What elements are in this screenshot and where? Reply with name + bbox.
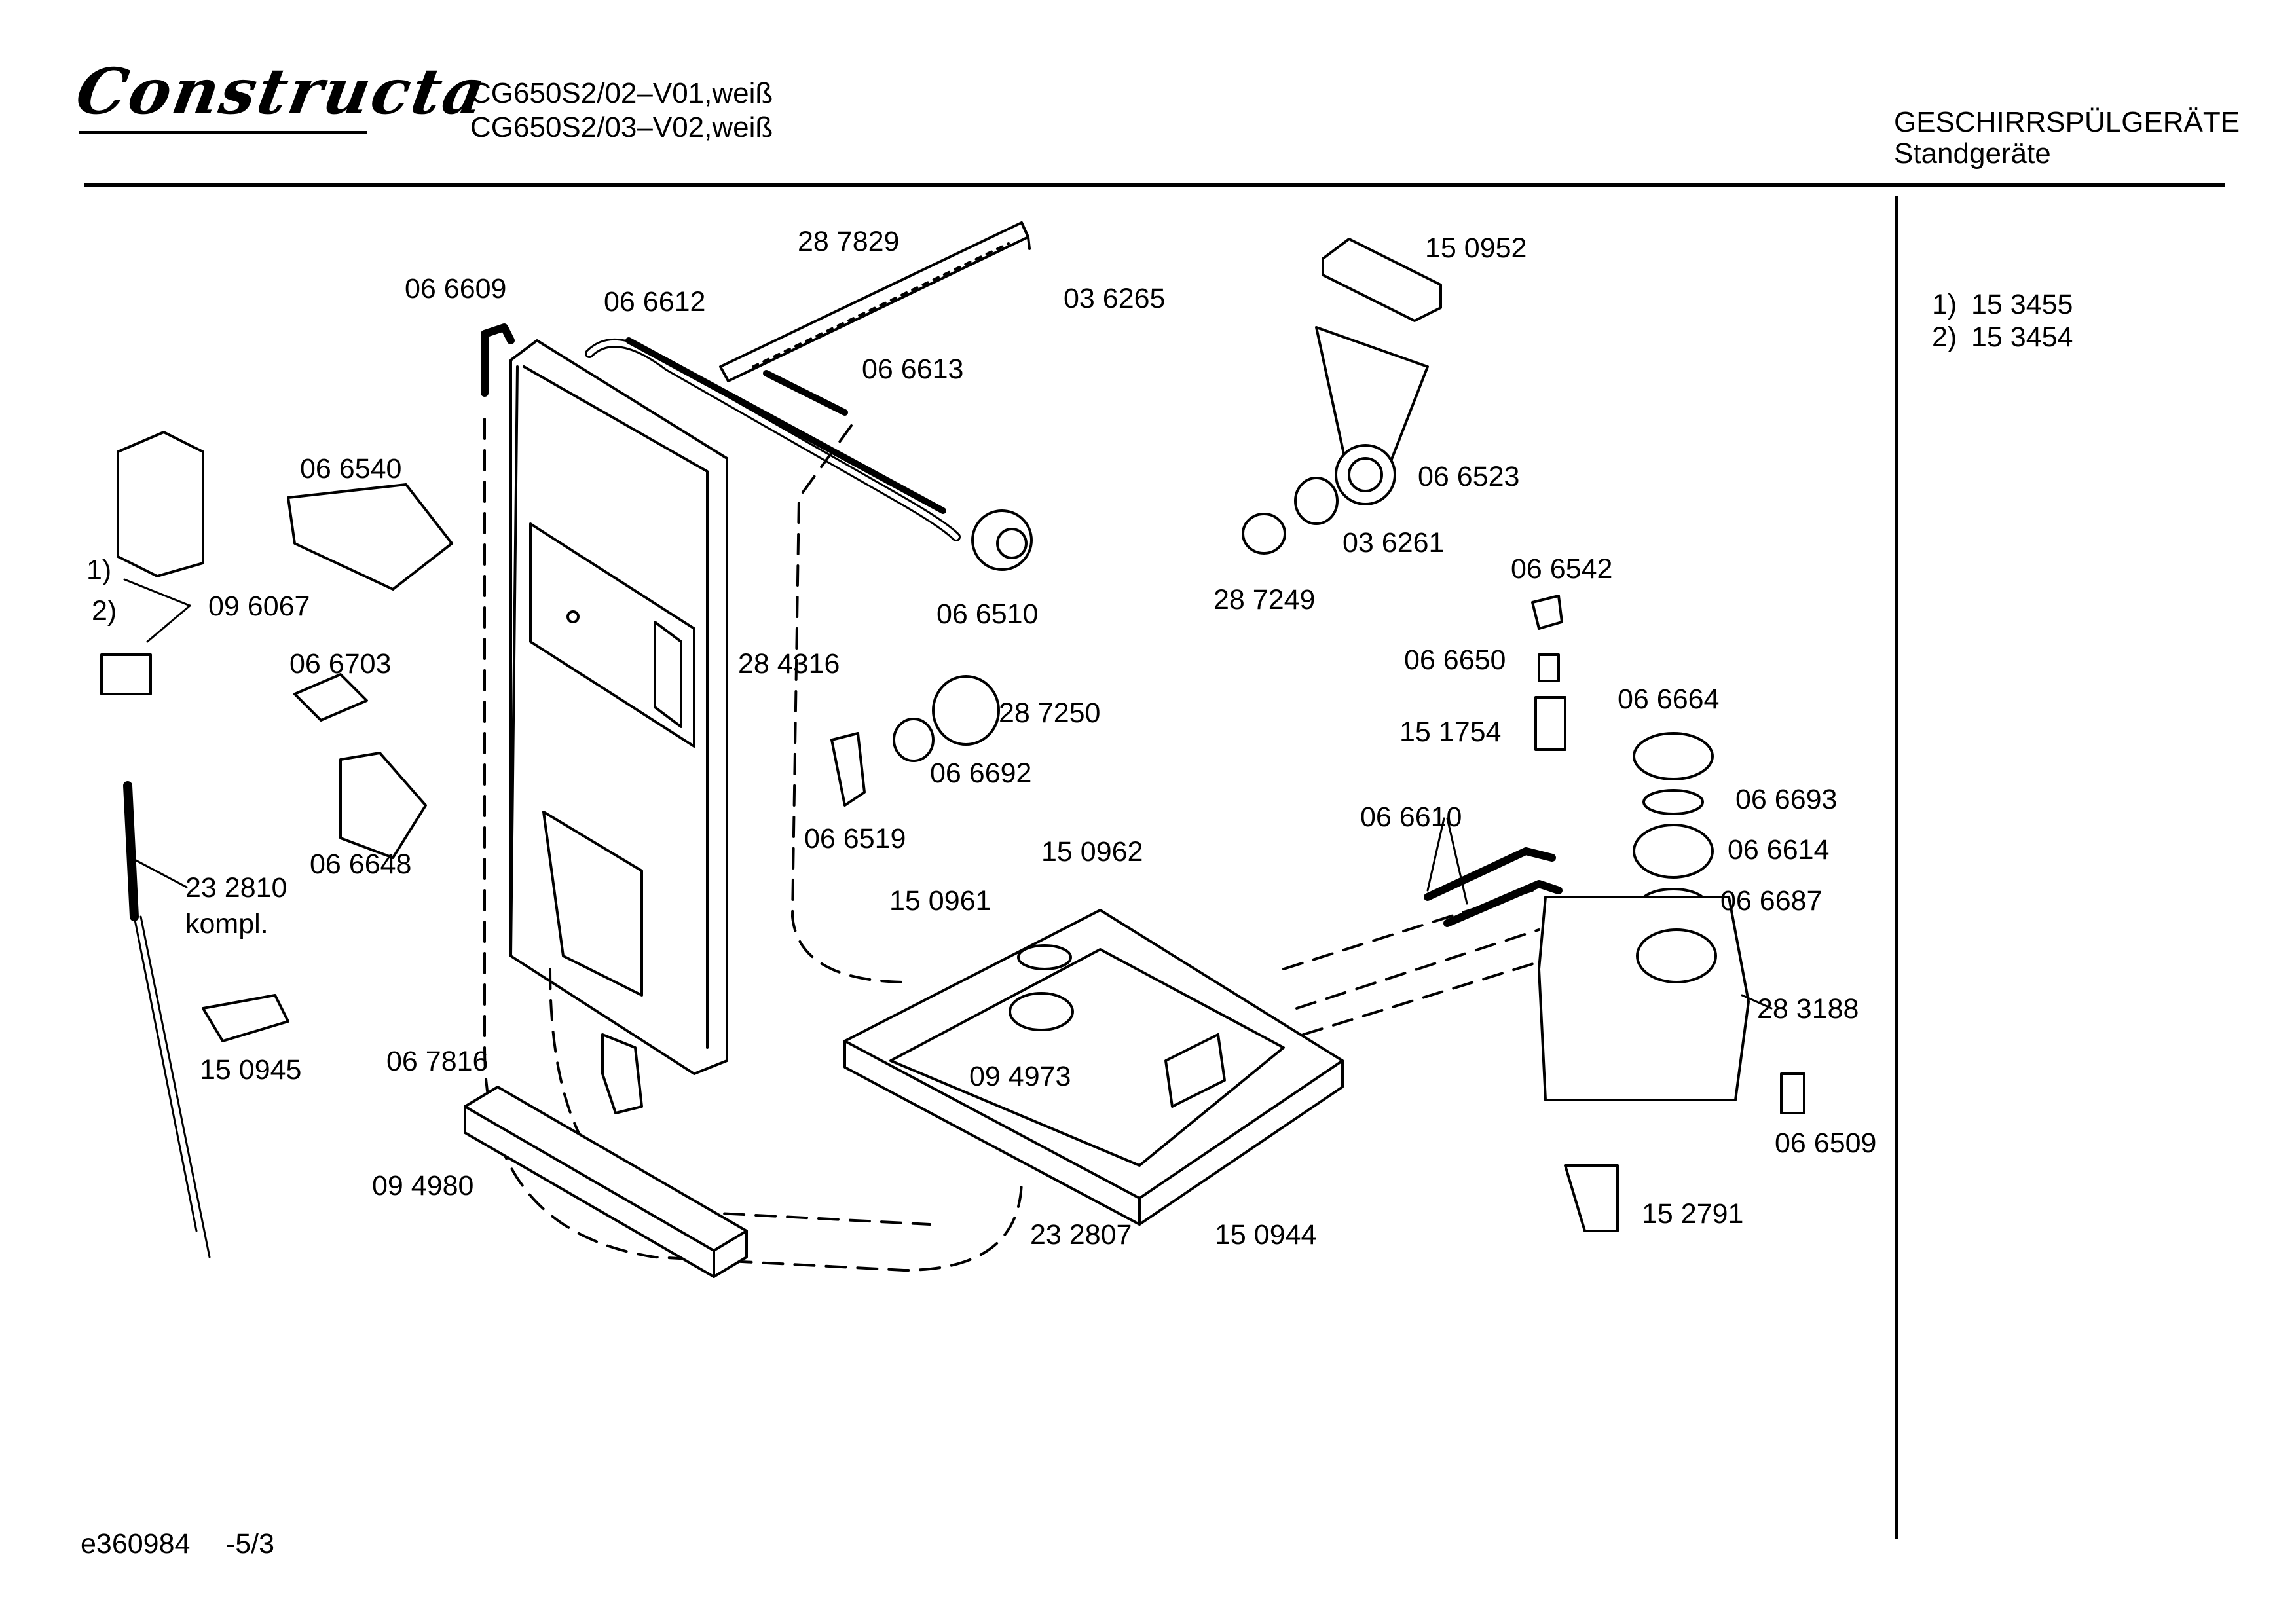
label-036265: 03 6265 xyxy=(1064,283,1166,314)
label-066613: 06 6613 xyxy=(862,354,964,385)
hose-6609 xyxy=(481,323,515,397)
label-151754: 15 1754 xyxy=(1399,716,1502,748)
left-assembly xyxy=(100,431,211,1258)
rail-4980 xyxy=(464,1086,748,1278)
logo-underline xyxy=(79,131,367,134)
label-066509: 06 6509 xyxy=(1775,1127,1877,1159)
label-066609: 06 6609 xyxy=(405,273,507,304)
cap-0961 xyxy=(1017,944,1072,970)
category-subtitle: Standgeräte xyxy=(1894,137,2051,170)
label-094980: 09 4980 xyxy=(372,1170,474,1201)
part-6650 xyxy=(1538,653,1560,682)
valve-6510 xyxy=(971,509,1033,571)
part-4973 xyxy=(1009,992,1074,1031)
label-066523: 06 6523 xyxy=(1418,461,1520,492)
label-066703: 06 6703 xyxy=(289,648,392,680)
hose-parts xyxy=(585,337,961,541)
label-note-1: 1) xyxy=(86,555,112,586)
knob-7249 xyxy=(1242,513,1286,555)
label-287829: 28 7829 xyxy=(798,226,900,257)
part-7816 xyxy=(601,1033,643,1114)
label-066540: 06 6540 xyxy=(300,453,402,485)
part-1754 xyxy=(1534,696,1566,751)
label-066693: 06 6693 xyxy=(1735,784,1838,815)
leader-lines xyxy=(123,578,1773,1010)
label-232810: 23 2810 xyxy=(185,872,287,904)
page-number: -5/3 xyxy=(226,1528,275,1560)
part-6703 xyxy=(293,673,368,722)
label-287250: 28 7250 xyxy=(999,697,1101,729)
label-284316: 28 4316 xyxy=(738,648,840,680)
label-kompl: kompl. xyxy=(185,908,268,940)
label-150945: 15 0945 xyxy=(200,1054,302,1086)
label-036261: 03 6261 xyxy=(1342,527,1445,559)
label-066612: 06 6612 xyxy=(604,286,706,318)
model-line-2: CG650S2/03–V02,weiß xyxy=(470,111,773,143)
part-6519 xyxy=(830,732,866,807)
label-066692: 06 6692 xyxy=(930,758,1032,789)
label-232807: 23 2807 xyxy=(1030,1219,1132,1251)
label-066510: 06 6510 xyxy=(936,598,1039,630)
model-line-1: CG650S2/02–V01,weiß xyxy=(470,77,773,109)
bracket-0944 xyxy=(1164,1033,1226,1108)
label-150944: 15 0944 xyxy=(1215,1219,1317,1251)
ring-6692 xyxy=(893,718,935,762)
part-0945 xyxy=(202,994,289,1042)
label-066650: 06 6650 xyxy=(1404,644,1506,676)
label-283188: 28 3188 xyxy=(1757,993,1859,1025)
top-rail-part xyxy=(719,221,1031,382)
pump-3188 xyxy=(1538,896,1750,1101)
label-150962: 15 0962 xyxy=(1041,836,1143,868)
ring-6693 xyxy=(1642,789,1704,815)
label-066519: 06 6519 xyxy=(804,823,906,854)
label-note-2: 2) xyxy=(92,595,117,627)
legend-value-1: 15 3455 xyxy=(1971,289,2073,320)
label-287249: 28 7249 xyxy=(1213,584,1316,615)
label-066614: 06 6614 xyxy=(1728,834,1830,866)
part-6542 xyxy=(1531,595,1563,630)
lid-6664 xyxy=(1633,732,1714,780)
category-title: GESCHIRRSPÜLGERÄTE xyxy=(1894,106,2240,138)
label-066664: 06 6664 xyxy=(1618,684,1720,715)
label-067816: 06 7816 xyxy=(386,1046,489,1077)
header-rule xyxy=(84,183,2225,187)
legend-key-1: 1) xyxy=(1932,289,1957,320)
label-066687: 06 6687 xyxy=(1720,885,1823,917)
label-150952: 15 0952 xyxy=(1425,232,1527,264)
nut-6614 xyxy=(1633,824,1714,879)
label-094973: 09 4973 xyxy=(969,1061,1071,1092)
legend-key-2: 2) xyxy=(1932,321,1957,353)
label-150961: 15 0961 xyxy=(889,885,991,917)
legend-divider xyxy=(1895,196,1898,1539)
legend-value-2: 15 3454 xyxy=(1971,321,2073,353)
part-6509 xyxy=(1780,1072,1805,1114)
doc-id: e360984 xyxy=(81,1528,191,1560)
label-066610: 06 6610 xyxy=(1360,801,1462,833)
side-panel-part xyxy=(509,339,728,1075)
ring-6261 xyxy=(1294,477,1339,525)
fan-7250 xyxy=(932,675,1000,746)
part-2791 xyxy=(1564,1164,1619,1232)
part-6648 xyxy=(339,752,427,859)
label-152791: 15 2791 xyxy=(1642,1198,1744,1230)
bottom-tray-part xyxy=(843,909,1344,1226)
label-096067: 09 6067 xyxy=(208,591,310,622)
tub-outline xyxy=(483,418,1560,1272)
part-6540 xyxy=(287,483,453,591)
box-0952 xyxy=(1322,238,1442,322)
label-066542: 06 6542 xyxy=(1511,553,1613,585)
label-066648: 06 6648 xyxy=(310,849,412,880)
